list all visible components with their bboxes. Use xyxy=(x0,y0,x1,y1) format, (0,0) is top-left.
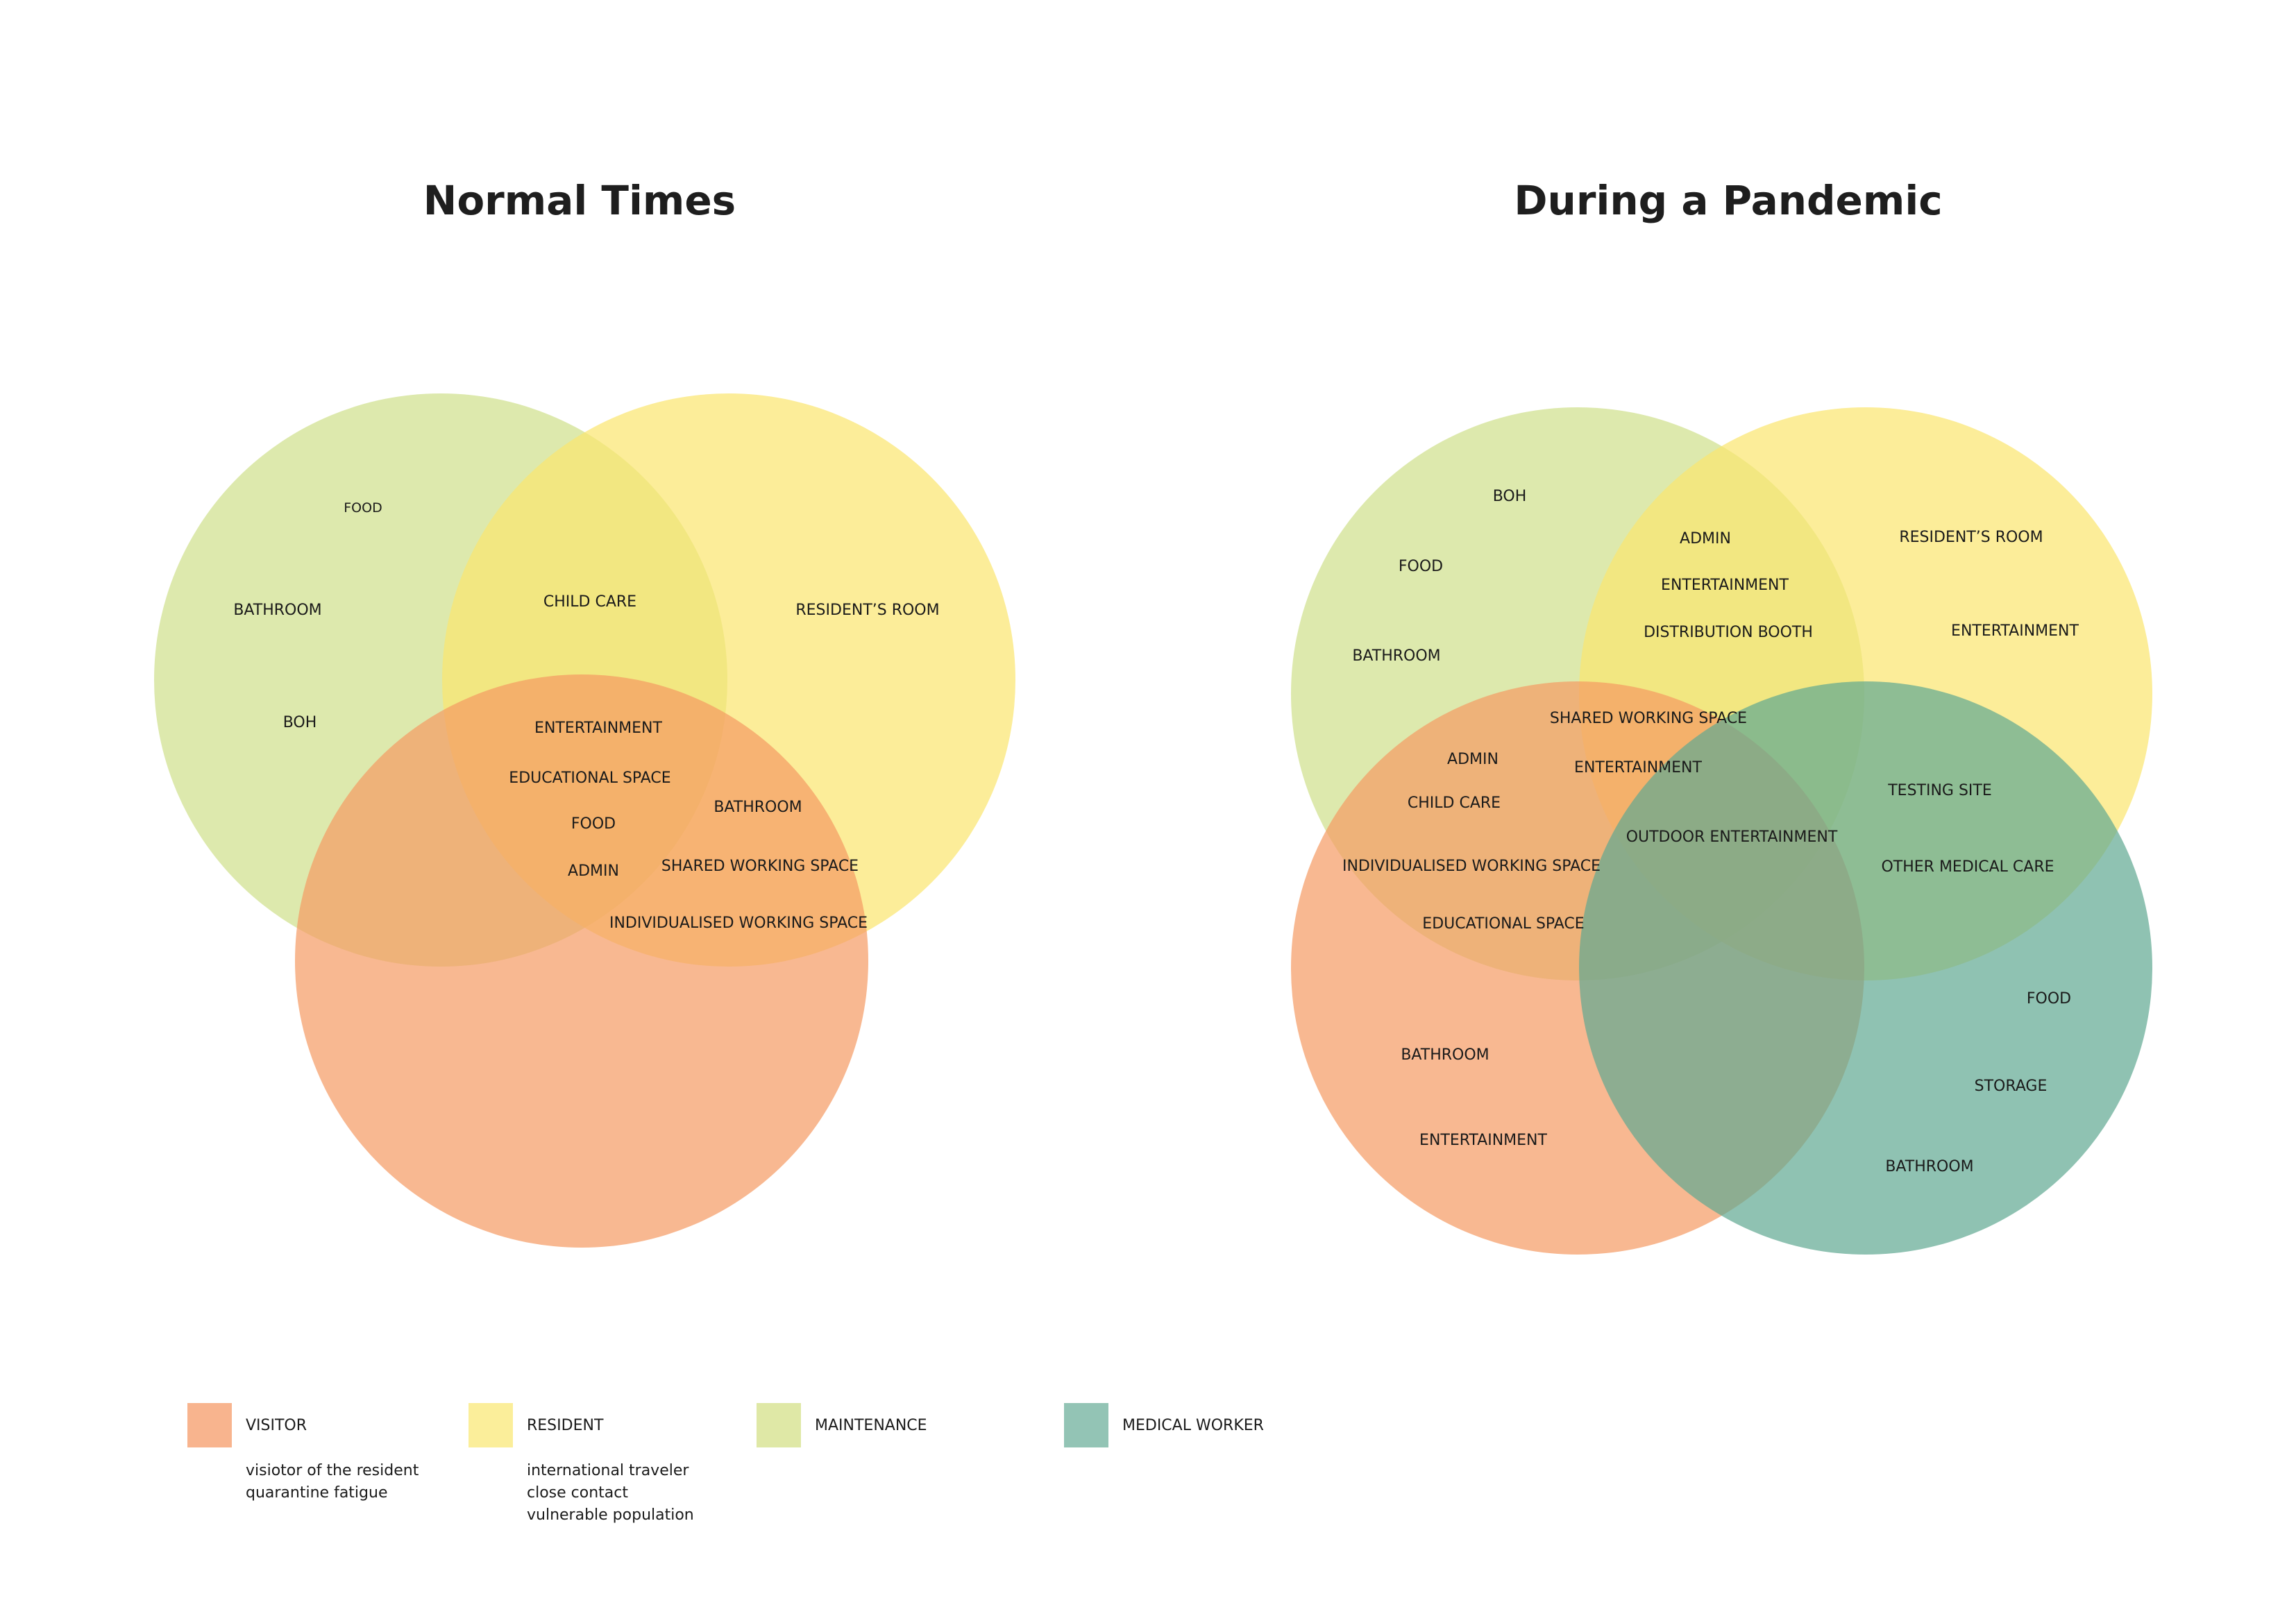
space-label: BOH xyxy=(1493,488,1527,505)
space-label: ENTERTAINMENT xyxy=(1419,1132,1547,1149)
visitor-circle xyxy=(295,674,868,1248)
space-label: ADMIN xyxy=(1680,530,1731,547)
space-label: BATHROOM xyxy=(1352,647,1440,665)
space-label: BATHROOM xyxy=(233,602,321,619)
normal-times-title: Normal Times xyxy=(423,177,736,224)
space-label: SHARED WORKING SPACE xyxy=(1550,710,1747,727)
normal-times-labels: FOOD BATHROOM BOH CHILD CARE RESIDENT’S … xyxy=(233,500,939,932)
space-label: ADMIN xyxy=(1447,751,1499,768)
space-label: ENTERTAINMENT xyxy=(1661,577,1789,594)
legend-note: quarantine fatigue xyxy=(246,1484,388,1502)
space-label: SHARED WORKING SPACE xyxy=(661,858,859,875)
resident-swatch xyxy=(469,1403,513,1447)
space-label: TESTING SITE xyxy=(1887,782,1992,799)
space-label: BATHROOM xyxy=(1885,1158,1973,1175)
legend-note: close contact xyxy=(527,1484,628,1502)
space-label: CHILD CARE xyxy=(1408,794,1501,812)
space-label: STORAGE xyxy=(1975,1078,2048,1095)
space-label: OUTDOOR ENTERTAINMENT xyxy=(1626,829,1838,846)
pandemic-title: During a Pandemic xyxy=(1514,177,1943,224)
space-label: FOOD xyxy=(2027,990,2071,1008)
legend-note: visiotor of the resident xyxy=(246,1462,419,1479)
space-label: CHILD CARE xyxy=(543,593,636,611)
legend-note: vulnerable population xyxy=(527,1506,694,1524)
space-label: ENTERTAINMENT xyxy=(1574,759,1702,776)
space-label: DISTRIBUTION BOOTH xyxy=(1644,624,1813,641)
legend-notes: international traveler close contact vul… xyxy=(527,1460,694,1527)
space-label: BATHROOM xyxy=(714,799,802,816)
space-label: FOOD xyxy=(571,815,616,833)
space-label: ENTERTAINMENT xyxy=(534,720,662,737)
legend-label: RESIDENT xyxy=(527,1417,604,1434)
medical-worker-circle xyxy=(1579,681,2152,1255)
space-label: EDUCATIONAL SPACE xyxy=(1422,915,1584,933)
medical-worker-swatch xyxy=(1064,1403,1108,1447)
maintenance-swatch xyxy=(757,1403,801,1447)
space-label: ENTERTAINMENT xyxy=(1951,622,2079,640)
normal-times-venn xyxy=(154,393,1015,1248)
visitor-swatch xyxy=(187,1403,232,1447)
legend-note: international traveler xyxy=(527,1462,689,1479)
legend-notes: visiotor of the resident quarantine fati… xyxy=(246,1460,419,1504)
pandemic-labels: BOH FOOD BATHROOM ADMIN ENTERTAINMENT DI… xyxy=(1342,488,2079,1175)
space-label: RESIDENT’S ROOM xyxy=(795,602,939,619)
legend-label: MEDICAL WORKER xyxy=(1122,1417,1264,1434)
pandemic-venn xyxy=(1291,407,2152,1255)
legend-label: VISITOR xyxy=(246,1417,307,1434)
space-label: FOOD xyxy=(1399,558,1443,575)
space-label: ADMIN xyxy=(568,863,619,880)
space-label: EDUCATIONAL SPACE xyxy=(509,770,670,787)
legend-label: MAINTENANCE xyxy=(815,1417,927,1434)
space-label: INDIVIDUALISED WORKING SPACE xyxy=(609,915,868,932)
space-label: RESIDENT’S ROOM xyxy=(1899,529,2043,546)
space-label: BOH xyxy=(283,714,317,731)
space-label: INDIVIDUALISED WORKING SPACE xyxy=(1342,858,1601,875)
space-label: OTHER MEDICAL CARE xyxy=(1881,858,2054,876)
space-label: FOOD xyxy=(344,500,382,516)
space-label: BATHROOM xyxy=(1401,1046,1489,1064)
